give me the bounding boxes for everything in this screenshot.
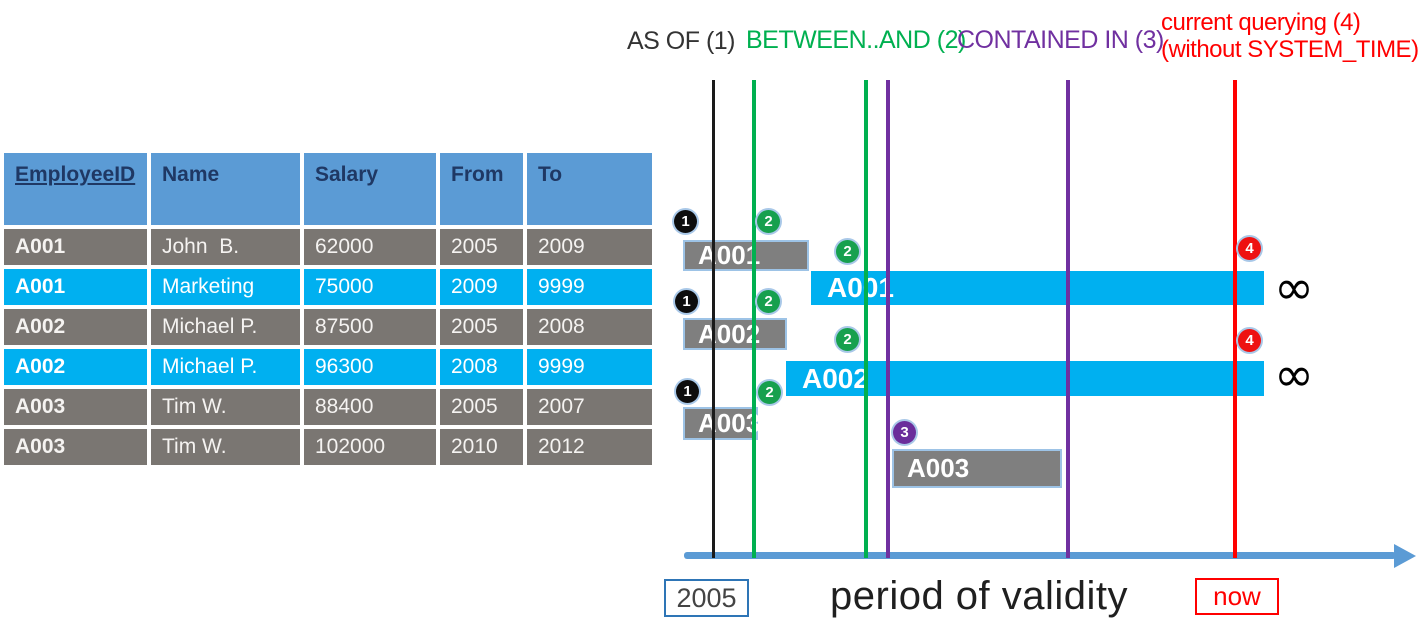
table-row: A002 Michael P. 87500 2005 2008 — [4, 309, 652, 345]
legend-current-querying-line2: (without SYSTEM_TIME) — [1161, 36, 1419, 63]
cell-employeeid: A001 — [4, 269, 147, 305]
legend-as-of: AS OF (1) — [627, 27, 736, 55]
badge-2: 2 — [836, 240, 859, 263]
cell-to: 2009 — [527, 229, 652, 265]
contained-start-line — [886, 80, 890, 558]
legend-contained-in: CONTAINED IN (3) — [957, 26, 1164, 54]
cell-name: Tim W. — [151, 389, 300, 425]
badge-2: 2 — [757, 290, 780, 313]
cell-salary: 75000 — [304, 269, 436, 305]
cell-to: 9999 — [527, 269, 652, 305]
axis-title: period of validity — [830, 574, 1129, 618]
table-row-highlighted: A001 Marketing 75000 2009 9999 — [4, 269, 652, 305]
bar-label: A002 — [802, 362, 869, 394]
cell-to: 2012 — [527, 429, 652, 465]
cell-name: John B. — [151, 229, 300, 265]
column-header-employeeid-label: EmployeeID — [15, 163, 136, 186]
badge-1: 1 — [676, 380, 699, 403]
column-header-salary: Salary — [304, 153, 436, 225]
bar-a003-second: A003 — [892, 449, 1062, 488]
column-header-to: To — [527, 153, 652, 225]
cell-employeeid: A001 — [4, 229, 147, 265]
between-end-line — [864, 80, 868, 558]
bar-a001-current: A001 — [811, 271, 1264, 305]
cell-name: Michael P. — [151, 309, 300, 345]
badge-1: 1 — [675, 290, 698, 313]
cell-salary: 88400 — [304, 389, 436, 425]
cell-employeeid: A003 — [4, 389, 147, 425]
bar-label: A001 — [698, 240, 761, 270]
badge-2: 2 — [757, 210, 780, 233]
cell-name: Marketing — [151, 269, 300, 305]
between-start-line — [752, 80, 756, 558]
cell-to: 2008 — [527, 309, 652, 345]
badge-3: 3 — [893, 421, 916, 444]
table-header-row: EmployeeID Name Salary From To — [4, 153, 652, 225]
cell-employeeid: A003 — [4, 429, 147, 465]
infinity-symbol: ∞ — [1274, 347, 1314, 403]
bar-label: A003 — [907, 453, 970, 483]
bar-label: A003 — [698, 408, 761, 438]
column-header-from: From — [440, 153, 523, 225]
cell-salary: 87500 — [304, 309, 436, 345]
table-row: A003 Tim W. 88400 2005 2007 — [4, 389, 652, 425]
cell-to: 2007 — [527, 389, 652, 425]
bar-a003-history: A003 — [683, 407, 761, 440]
bar-label: A001 — [827, 272, 894, 303]
legend-between-and: BETWEEN..AND (2) — [746, 26, 966, 54]
cell-salary: 62000 — [304, 229, 436, 265]
infinity-symbol: ∞ — [1274, 260, 1314, 316]
bar-label: A002 — [698, 318, 761, 349]
column-header-employeeid: EmployeeID — [4, 153, 147, 225]
time-axis-arrowhead — [1394, 544, 1416, 568]
bar-a001-history: A001 — [683, 240, 809, 271]
cell-name: Tim W. — [151, 429, 300, 465]
cell-from: 2005 — [440, 229, 523, 265]
badge-4: 4 — [1238, 329, 1261, 352]
time-axis — [684, 552, 1396, 559]
cell-salary: 96300 — [304, 349, 436, 385]
axis-now-box: now — [1195, 578, 1279, 615]
badge-2: 2 — [758, 381, 781, 404]
cell-from: 2005 — [440, 309, 523, 345]
badge-2: 2 — [836, 328, 859, 351]
legend-current-querying-line1: current querying (4) — [1161, 9, 1361, 36]
cell-from: 2009 — [440, 269, 523, 305]
cell-name: Michael P. — [151, 349, 300, 385]
cell-from: 2005 — [440, 389, 523, 425]
now-line — [1233, 80, 1237, 558]
legend-current-querying: current querying (4) (without SYSTEM_TIM… — [1161, 9, 1419, 63]
badge-4: 4 — [1238, 237, 1261, 260]
cell-salary: 102000 — [304, 429, 436, 465]
badge-1: 1 — [674, 210, 697, 233]
table-row: A003 Tim W. 102000 2010 2012 — [4, 429, 652, 465]
cell-to: 9999 — [527, 349, 652, 385]
table-row: A001 John B. 62000 2005 2009 — [4, 229, 652, 265]
contained-end-line — [1066, 80, 1070, 558]
cell-employeeid: A002 — [4, 309, 147, 345]
cell-from: 2010 — [440, 429, 523, 465]
column-header-name: Name — [151, 153, 300, 225]
cell-from: 2008 — [440, 349, 523, 385]
bar-a002-current: A002 — [786, 361, 1264, 396]
as-of-line — [712, 80, 715, 558]
employee-table: EmployeeID Name Salary From To A001 John… — [0, 149, 656, 469]
table-row-highlighted: A002 Michael P. 96300 2008 9999 — [4, 349, 652, 385]
axis-start-year-box: 2005 — [664, 579, 749, 617]
bar-a002-history: A002 — [683, 318, 787, 350]
cell-employeeid: A002 — [4, 349, 147, 385]
